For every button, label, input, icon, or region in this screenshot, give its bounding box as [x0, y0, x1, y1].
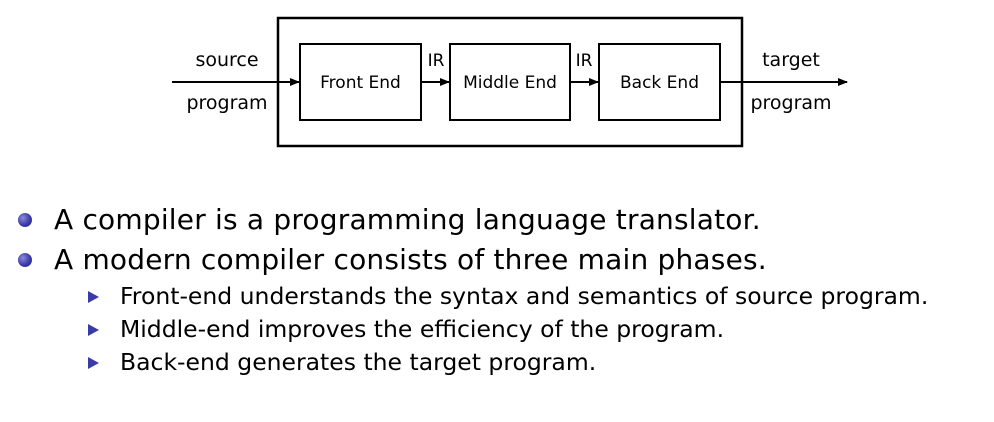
sub-bullet-item: Front-end understands the syntax and sem… — [0, 280, 994, 313]
sub-bullet-item: Middle-end improves the efficiency of th… — [0, 313, 994, 346]
bullet-dot-icon — [18, 253, 32, 267]
front-end-label: Front End — [320, 73, 401, 93]
sub-bullet-item: Back-end generates the target program. — [0, 346, 994, 379]
bullet-text: A compiler is a programming language tra… — [54, 203, 761, 236]
sub-bullet-text: Middle-end improves the efficiency of th… — [120, 315, 725, 343]
front-end-box — [299, 43, 422, 121]
input-label-top: source — [195, 49, 258, 71]
sub-bullet-list: Front-end understands the syntax and sem… — [0, 280, 994, 379]
sub-bullet-text: Back-end generates the target program. — [120, 348, 597, 376]
bullet-item: A modern compiler consists of three main… — [0, 240, 994, 280]
ir-label-1: IR — [428, 51, 445, 71]
back-end-label: Back End — [620, 73, 699, 93]
bullet-text: A modern compiler consists of three main… — [54, 243, 767, 276]
triangle-bullet-icon — [88, 291, 99, 303]
compiler-pipeline-diagram: source program Front End IR Middle End I… — [172, 16, 848, 148]
middle-end-label: Middle End — [463, 73, 557, 93]
sub-bullet-text: Front-end understands the syntax and sem… — [120, 282, 929, 310]
output-label-top: target — [762, 49, 820, 71]
bullet-dot-icon — [18, 213, 32, 227]
output-label-bottom: program — [750, 92, 831, 114]
triangle-bullet-icon — [88, 324, 99, 336]
bullet-list: A compiler is a programming language tra… — [0, 200, 994, 379]
triangle-bullet-icon — [88, 357, 99, 369]
ir-label-2: IR — [576, 51, 593, 71]
bullet-item: A compiler is a programming language tra… — [0, 200, 994, 240]
input-label-bottom: program — [186, 92, 267, 114]
sub-bullet-group: Front-end understands the syntax and sem… — [0, 280, 994, 379]
